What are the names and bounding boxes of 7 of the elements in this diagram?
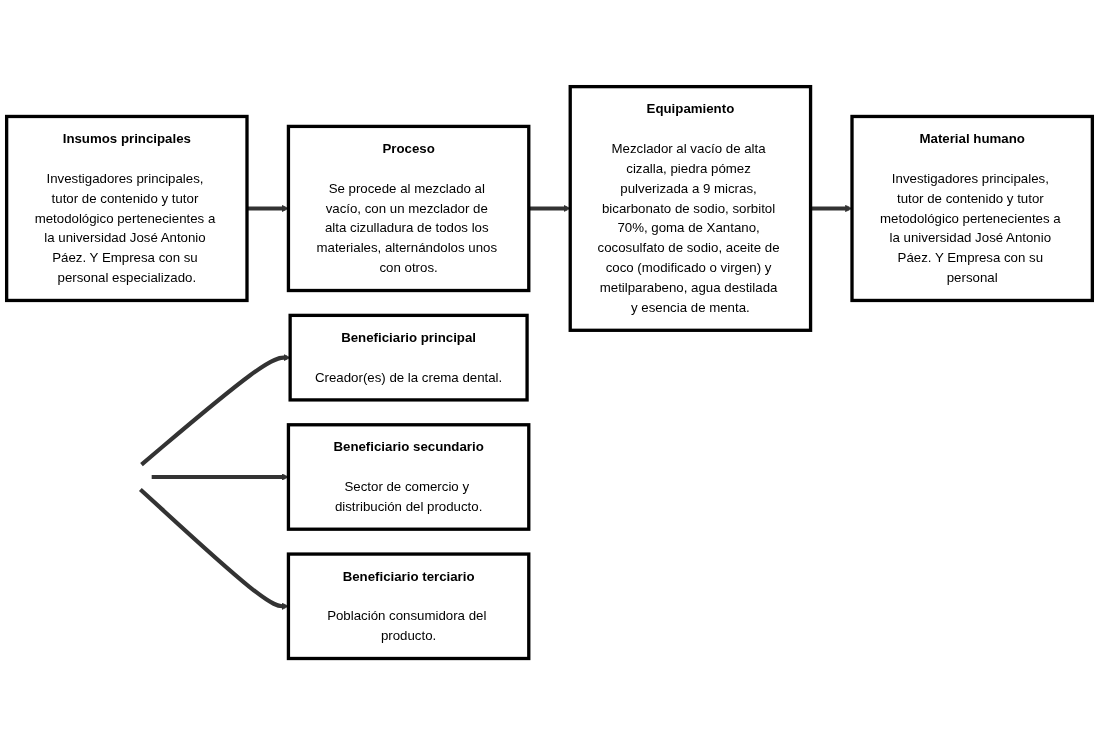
node-box: Beneficiario principal Creador(es) de la crema dental. <box>288 314 529 402</box>
node-box: Beneficiario terciario Población consumidora del producto. <box>286 552 531 661</box>
node-box: Material humano Investigadores principales, tutor de contenido y tutor metodológico pertenecientes a la universidad José Antonio Páez. Y Empresa con su personal <box>850 115 1094 303</box>
node-box: Insumos principales Investigadores principales, tutor de contenido y tutor metodológico pertenecientes a la universidad José Antonio Páez. Y Empresa con su personal especializado. <box>4 115 249 303</box>
node-box: Equipamiento Mezclador al vacío de alta cizalla, piedra pómez pulverizada a 9 micras, bicarbonato de sodio, sorbitol 70%, goma de Xantano, cocosulfato de sodio, aceite de coco (modificado o virgen) y metilparabeno, agua destilada y esencia de menta. <box>568 85 813 333</box>
node-box: Proceso Se procede al mezclado al vacío, con un mezclador de alta cizulladura de todos los materiales, alternándolos unos con otros. <box>286 125 531 293</box>
node-box: Beneficiario secundario Sector de comercio y distribución del producto. <box>286 423 531 532</box>
